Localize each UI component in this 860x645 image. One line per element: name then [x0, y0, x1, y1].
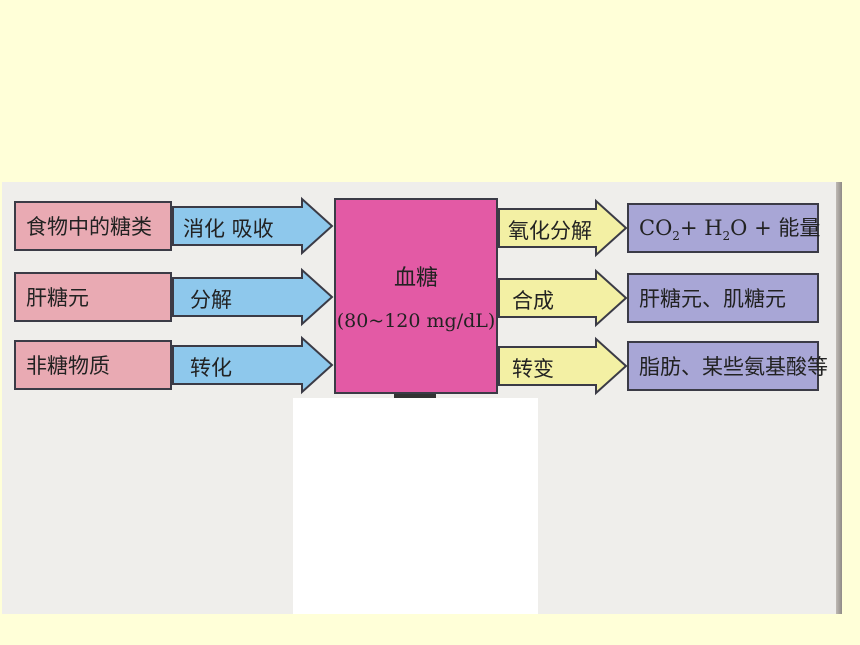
input-arrow-digest: [172, 196, 334, 256]
output-arrow-label: 转变: [512, 357, 554, 381]
white-overlay-block: [293, 398, 538, 614]
input-arrow-label: 分解: [190, 288, 232, 312]
output-arrow-label: 合成: [512, 289, 554, 313]
blood-sugar-range: (80~120 mg/dL): [336, 310, 496, 332]
output-label: 脂肪、某些氨基酸等: [639, 355, 828, 379]
output-arrow-label: 氧化分解: [508, 219, 592, 243]
source-label: 非糖物质: [26, 354, 110, 378]
source-label: 食物中的糖类: [26, 215, 152, 239]
blood-sugar-title: 血糖: [393, 266, 438, 291]
output-arrow-transform: [498, 336, 628, 396]
source-label: 肝糖元: [26, 286, 89, 310]
source-box-liver-glycogen: 肝糖元: [14, 272, 172, 322]
center-bottom-connector: [394, 394, 436, 399]
output-box-fat-amino: 脂肪、某些氨基酸等: [627, 341, 828, 391]
source-box-food-sugar: 食物中的糖类: [14, 201, 172, 251]
blood-sugar-box: 血糖 (80~120 mg/dL): [334, 198, 498, 394]
source-box-non-sugar: 非糖物质: [14, 340, 172, 390]
input-arrow-decompose: [172, 267, 334, 327]
output-label: CO2+ H2O + 能量: [639, 216, 821, 244]
output-box-co2-water-energy: CO2+ H2O + 能量: [627, 203, 821, 253]
output-arrow-synthesize: [498, 268, 628, 328]
output-arrow-oxidize: [498, 198, 628, 258]
panel-edge: [836, 182, 842, 614]
input-arrow-label: 转化: [190, 356, 232, 380]
input-arrow-convert: [172, 335, 334, 395]
output-label: 肝糖元、肌糖元: [639, 287, 786, 311]
output-box-glycogen: 肝糖元、肌糖元: [627, 273, 819, 323]
input-arrow-label: 消化 吸收: [183, 217, 274, 241]
